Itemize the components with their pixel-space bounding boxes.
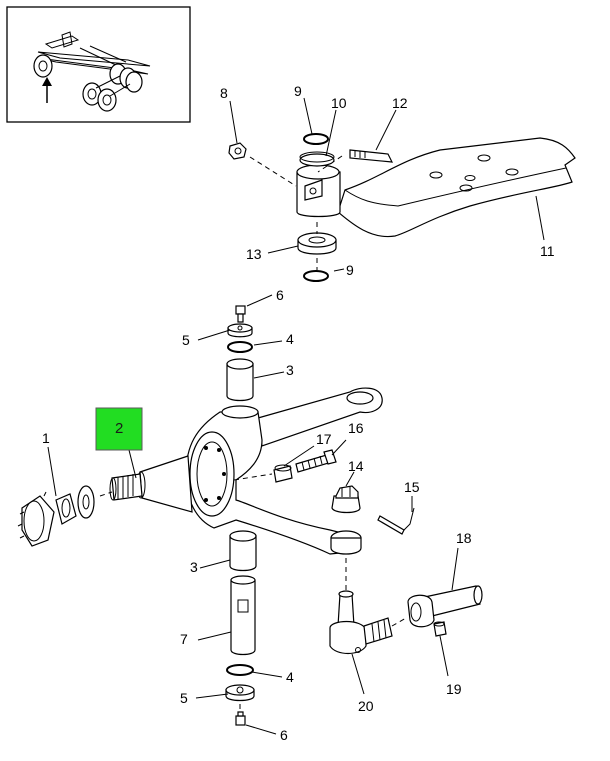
draw-key-12 xyxy=(317,149,394,173)
callout-10[interactable]: 10 xyxy=(331,95,347,111)
callout-8[interactable]: 8 xyxy=(220,85,228,101)
callout-18[interactable]: 18 xyxy=(456,530,472,546)
seal-4-upper xyxy=(227,341,253,353)
callout-19[interactable]: 19 xyxy=(446,681,462,697)
axle-beam xyxy=(337,137,576,238)
callout-5-upper[interactable]: 5 xyxy=(182,332,190,348)
callout-5-lower[interactable]: 5 xyxy=(180,690,188,706)
callout-9-upper[interactable]: 9 xyxy=(294,83,302,99)
cap-5-upper xyxy=(227,323,253,338)
spacer-17 xyxy=(273,464,293,483)
callout-4-upper[interactable]: 4 xyxy=(286,331,294,347)
steering-knuckle xyxy=(185,405,362,555)
lock-washer-1 xyxy=(55,493,77,525)
callout-20[interactable]: 20 xyxy=(358,698,374,714)
callout-6-lower[interactable]: 6 xyxy=(280,727,288,743)
clamp-bolt-19 xyxy=(433,621,447,637)
bushing-3-upper xyxy=(226,358,254,402)
grease-fitting-6-upper xyxy=(235,305,246,323)
slotted-nut-14 xyxy=(331,485,361,514)
callout-labels: 8 9 10 12 11 13 9 6 5 4 3 2 1 17 16 14 1… xyxy=(42,83,555,743)
king-pin-7 xyxy=(230,575,256,656)
highlight-box xyxy=(95,407,143,451)
callout-1[interactable]: 1 xyxy=(42,430,50,446)
cap-5-lower xyxy=(225,684,255,702)
callout-14[interactable]: 14 xyxy=(348,458,364,474)
bushing-3-lower xyxy=(229,530,257,572)
tie-rod-tube-18 xyxy=(407,585,483,628)
locator-inset xyxy=(6,6,191,123)
cotter-pin-15 xyxy=(377,507,415,535)
callout-9-lower[interactable]: 9 xyxy=(346,262,354,278)
seal-4-lower xyxy=(226,664,254,676)
callout-17[interactable]: 17 xyxy=(316,431,332,447)
shim-13 xyxy=(297,232,337,255)
callout-7[interactable]: 7 xyxy=(180,631,188,647)
callout-3-lower[interactable]: 3 xyxy=(190,559,198,575)
callout-3-upper[interactable]: 3 xyxy=(286,362,294,378)
callout-12[interactable]: 12 xyxy=(392,95,408,111)
spindle-washer-1 xyxy=(77,485,95,519)
king-pin-boss xyxy=(296,164,341,218)
spindle-2 xyxy=(109,455,193,513)
callout-6-upper[interactable]: 6 xyxy=(276,287,284,303)
highlight-part-2[interactable] xyxy=(95,407,143,451)
o-ring-9-lower xyxy=(303,270,329,282)
location-arrow-icon xyxy=(42,77,52,103)
callout-4-lower[interactable]: 4 xyxy=(286,669,294,685)
hub-nut-1 xyxy=(17,491,55,547)
thrust-washer-10 xyxy=(299,151,335,167)
callout-11[interactable]: 11 xyxy=(540,243,555,259)
lock-nut-8 xyxy=(228,142,247,160)
callout-16[interactable]: 16 xyxy=(348,420,364,436)
o-ring-9-upper xyxy=(303,133,329,145)
tie-rod-bolt-16 xyxy=(295,449,337,473)
steering-arm xyxy=(257,387,383,447)
leader-lines xyxy=(47,97,545,735)
callout-2[interactable]: 2 xyxy=(115,420,123,437)
grease-fitting-6-lower xyxy=(235,711,246,726)
tie-rod-end-20 xyxy=(329,590,393,655)
chassis-thumbnail-icon xyxy=(33,31,151,112)
callout-15[interactable]: 15 xyxy=(404,479,420,495)
callout-13[interactable]: 13 xyxy=(246,246,262,262)
